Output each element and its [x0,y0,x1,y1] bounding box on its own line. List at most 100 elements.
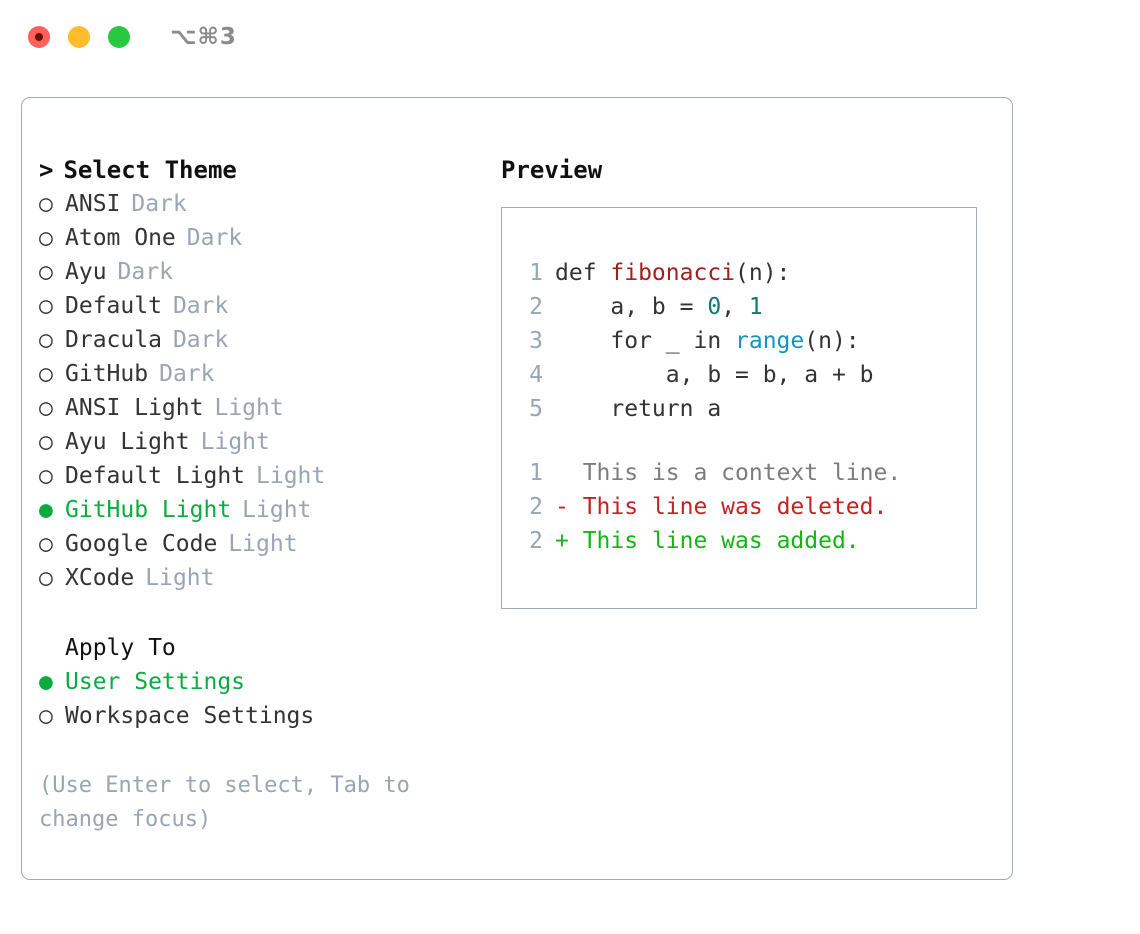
apply-to-option-workspace-settings[interactable]: ○ Workspace Settings [39,699,489,733]
theme-option-kind-badge: Dark [159,361,215,387]
theme-section-heading: >Select Theme [39,153,489,187]
line-number: 2 [529,528,543,554]
theme-option-kind-badge: Dark [172,293,229,319]
diff-marker: - [555,494,569,520]
radio-unselected-icon: ○ [39,463,53,489]
theme-option-ansi-light[interactable]: ○ ANSI Light Light [39,391,489,425]
radio-unselected-icon: ○ [39,395,53,421]
maximize-window-button[interactable] [108,26,130,48]
theme-option-kind-badge: Light [145,565,215,591]
minimize-window-button[interactable] [68,26,90,48]
theme-option-label: ANSI [65,191,121,217]
theme-option-label: GitHub Light [65,497,232,523]
code-token-plain: , [721,294,749,320]
theme-option-kind-badge: Dark [172,327,229,353]
line-number: 1 [529,460,543,486]
code-token-num: 1 [748,294,763,320]
recording-indicator-icon [35,33,43,41]
diff-marker: + [555,528,569,554]
theme-option-label: Default [65,293,162,319]
apply-to-option-label: User Settings [65,669,246,695]
help-text-line-1: (Use Enter to select, Tab to [39,773,410,798]
radio-unselected-icon: ○ [39,703,53,729]
theme-option-ayu[interactable]: ○ Ayu Dark [39,255,489,289]
theme-option-kind-badge: Dark [186,225,243,251]
title-bar: ⌥⌘3 [0,0,1140,76]
radio-unselected-icon: ○ [39,259,53,285]
line-number: 1 [529,260,543,286]
theme-option-label: Atom One [65,225,176,251]
diff-line-add: 2 + This line was added. [517,524,970,558]
radio-unselected-icon: ○ [39,293,53,319]
code-token-plain: a, b = b, a + b [555,362,874,388]
code-token-plain: def [555,260,611,286]
theme-option-label: GitHub [65,361,149,387]
radio-unselected-icon: ○ [39,327,53,353]
code-token-plain: return a [555,396,722,422]
theme-option-label: Default Light [65,463,246,489]
code-line: 5 return a [517,392,970,426]
theme-option-label: Ayu Light [65,429,190,455]
theme-option-github-light[interactable]: ● GitHub Light Light [39,493,489,527]
theme-option-kind-badge: Light [228,531,298,557]
code-diff-spacer [517,426,970,456]
line-number: 5 [529,396,543,422]
theme-option-label: Google Code [65,531,218,557]
code-line: 2 a, b = 0, 1 [517,290,970,324]
code-token-plain: (n): [804,328,860,354]
theme-option-kind-badge: Dark [117,259,173,285]
radio-selected-icon: ● [39,669,53,695]
apply-to-list[interactable]: ● User Settings ○ Workspace Settings [39,665,489,733]
preview-heading: Preview [501,156,603,184]
radio-selected-icon: ● [39,497,53,523]
radio-unselected-icon: ○ [39,531,53,557]
code-line: 1 def fibonacci(n): [517,256,970,290]
theme-option-default[interactable]: ○ Default Dark [39,289,489,323]
code-token-fn: fibonacci [610,260,736,286]
keyboard-shortcut-label: ⌥⌘3 [170,24,237,50]
code-token-plain: (n): [735,260,791,286]
line-number: 2 [529,494,543,520]
apply-to-heading: Apply To [65,635,176,661]
theme-option-kind-badge: Dark [131,191,187,217]
apply-to-option-label: Workspace Settings [65,703,315,729]
theme-option-atom-one[interactable]: ○ Atom One Dark [39,221,489,255]
radio-unselected-icon: ○ [39,429,53,455]
theme-option-xcode[interactable]: ○ XCode Light [39,561,489,595]
radio-unselected-icon: ○ [39,565,53,591]
code-token-num: 0 [707,294,722,320]
theme-option-kind-badge: Light [200,429,270,455]
theme-option-label: Ayu [65,259,107,285]
diff-text: This line was added. [568,528,860,554]
theme-option-kind-badge: Light [242,497,312,523]
diff-line-ctx: 1 This is a context line. [517,456,970,490]
line-number: 3 [529,328,543,354]
theme-option-google-code[interactable]: ○ Google Code Light [39,527,489,561]
code-line: 3 for _ in range(n): [517,324,970,358]
theme-option-kind-badge: Light [214,395,284,421]
theme-option-label: ANSI Light [65,395,204,421]
code-token-plain: for _ in [555,328,736,354]
radio-unselected-icon: ○ [39,225,53,251]
diff-marker [555,460,569,486]
code-token-builtin: range [735,328,805,354]
theme-option-label: XCode [65,565,135,591]
help-text: (Use Enter to select, Tab to change focu… [39,769,439,837]
apply-to-section: Apply To ● User Settings ○ Workspace Settin… [39,631,489,733]
apply-to-option-user-settings[interactable]: ● User Settings [39,665,489,699]
theme-heading-label: Select Theme [63,156,237,184]
help-text-line-2: change focus) [39,807,212,832]
theme-option-ayu-light[interactable]: ○ Ayu Light Light [39,425,489,459]
code-token-plain: a, b = [555,294,708,320]
